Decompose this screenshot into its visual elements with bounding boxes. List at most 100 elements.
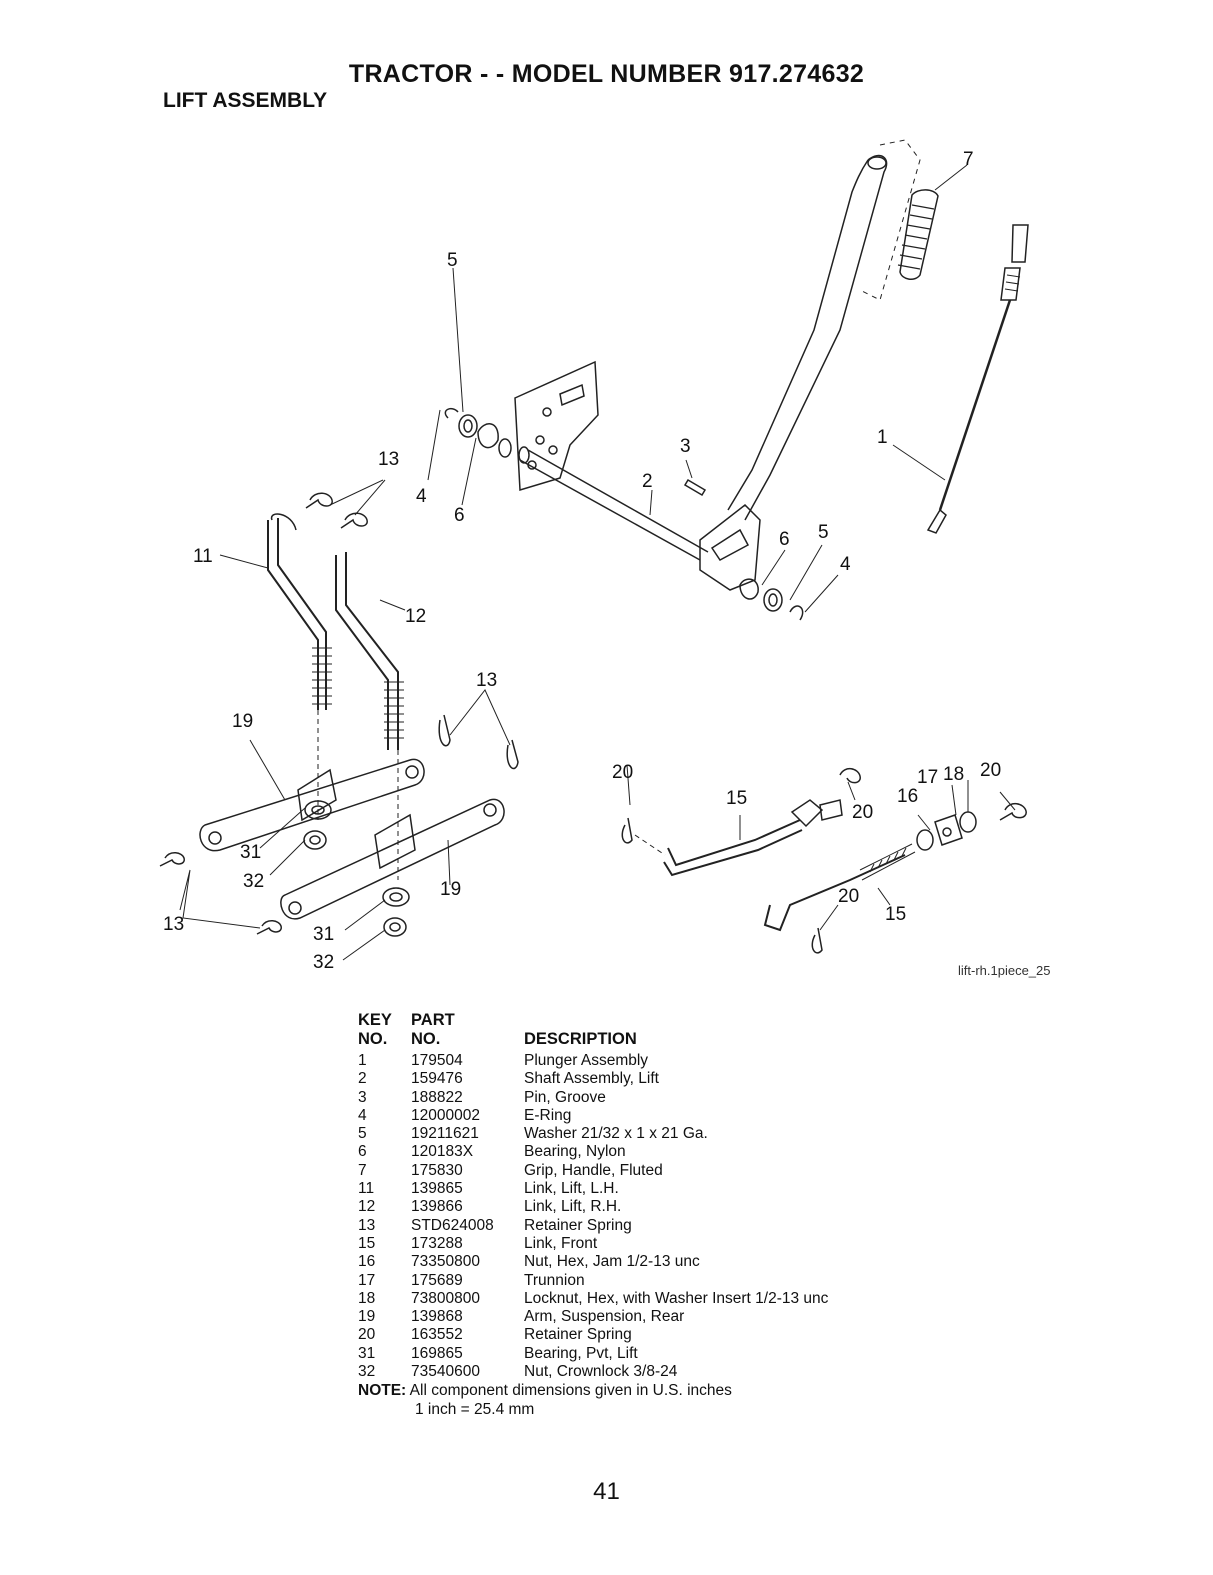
part-no: 73540600 <box>411 1363 480 1381</box>
table-row: 12 139866 Link, Lift, R.H. <box>358 1198 828 1216</box>
description: Bearing, Nylon <box>524 1143 626 1161</box>
description: Nut, Hex, Jam 1/2-13 unc <box>524 1253 700 1271</box>
description: Grip, Handle, Fluted <box>524 1161 663 1179</box>
callout-19: 19 <box>232 711 253 732</box>
callout-13: 13 <box>378 449 399 470</box>
plunger-assembly <box>926 224 1029 534</box>
parts-table-header: KEY PART <box>358 1011 828 1030</box>
parts-table-body: 1 179504 Plunger Assembly 2 159476 Shaft Asse… <box>358 1052 828 1381</box>
callout-32: 32 <box>313 952 334 973</box>
part-no: 188822 <box>411 1088 463 1106</box>
callout-5: 5 <box>447 250 458 271</box>
description: Plunger Assembly <box>524 1052 649 1069</box>
callout-3: 3 <box>680 436 691 457</box>
part-no: 159476 <box>411 1070 463 1088</box>
section-title: LIFT ASSEMBLY <box>163 89 328 112</box>
description: Link, Front <box>524 1234 598 1252</box>
callout-18: 18 <box>943 764 964 785</box>
description: E-Ring <box>524 1106 572 1124</box>
key-no: 6 <box>358 1143 367 1161</box>
key-no: 2 <box>358 1070 367 1088</box>
grip-handle <box>897 189 939 280</box>
part-header: PART <box>411 1011 455 1029</box>
lift-link-lh <box>267 520 319 710</box>
description: Link, Lift, L.H. <box>524 1180 619 1198</box>
note-conversion: 1 inch = 25.4 mm <box>415 1400 535 1418</box>
part-no: 73350800 <box>411 1253 480 1271</box>
callout-20: 20 <box>612 762 633 783</box>
part-no: 19211621 <box>411 1125 479 1143</box>
description: Pin, Groove <box>524 1088 606 1106</box>
part-no: 179504 <box>411 1052 463 1069</box>
note-text: All component dimensions given in U.S. i… <box>409 1382 732 1400</box>
key-no: 13 <box>358 1216 376 1234</box>
description: Link, Lift, R.H. <box>524 1198 622 1216</box>
callout-5: 5 <box>818 522 829 543</box>
key-no: 11 <box>358 1180 375 1198</box>
lift-shaft <box>519 449 709 561</box>
callout-2: 2 <box>642 471 653 492</box>
key-no: 20 <box>358 1326 376 1344</box>
callout-31: 31 <box>313 924 334 945</box>
table-row: 17 175689 Trunnion <box>358 1272 828 1290</box>
callout-4: 4 <box>840 554 851 575</box>
key-no: 7 <box>358 1161 367 1179</box>
key-no: 31 <box>358 1344 376 1362</box>
suspension-arm-lower <box>280 798 505 920</box>
note: NOTE: All component dimensions given in … <box>358 1382 828 1400</box>
callout-19: 19 <box>440 879 461 900</box>
callout-17: 17 <box>917 767 938 788</box>
callout-7: 7 <box>963 149 974 170</box>
exploded-parts-diagram: 5 13 4 6 3 2 1 7 6 5 4 11 12 13 19 31 32… <box>159 139 1051 978</box>
description: Arm, Suspension, Rear <box>524 1308 685 1326</box>
note-label: NOTE: <box>358 1382 407 1400</box>
key-no: 16 <box>358 1253 376 1271</box>
description: Trunnion <box>524 1271 585 1289</box>
callout-13: 13 <box>476 670 497 691</box>
table-row: 16 73350800 Nut, Hex, Jam 1/2-13 unc <box>358 1253 828 1271</box>
table-row: 3 188822 Pin, Groove <box>358 1089 828 1107</box>
description: Washer 21/32 x 1 x 21 Ga. <box>524 1125 708 1143</box>
description: Shaft Assembly, Lift <box>524 1070 659 1088</box>
key-no: 12 <box>358 1198 376 1216</box>
table-row: 2 159476 Shaft Assembly, Lift <box>358 1070 828 1088</box>
callout-11: 11 <box>193 546 213 567</box>
key-no: 17 <box>358 1271 376 1289</box>
part-no: 173288 <box>411 1234 463 1252</box>
key-no: 15 <box>358 1234 376 1252</box>
part-no: 175830 <box>411 1161 463 1179</box>
part-no: 163552 <box>411 1326 463 1344</box>
key-no: 5 <box>358 1125 367 1143</box>
mounting-plate <box>514 360 599 491</box>
part-no: 73800800 <box>411 1289 480 1307</box>
part-no: 139866 <box>411 1198 463 1216</box>
key-no: 19 <box>358 1308 376 1326</box>
suspension-arm-upper <box>199 758 425 852</box>
key-no: 3 <box>358 1088 367 1106</box>
part-no: 120183X <box>411 1143 474 1161</box>
table-row: 15 173288 Link, Front <box>358 1235 828 1253</box>
callout-31: 31 <box>240 842 261 863</box>
table-row: 6 120183X Bearing, Nylon <box>358 1143 828 1161</box>
callout-15: 15 <box>726 788 747 809</box>
key-no: 1 <box>358 1052 367 1069</box>
callout-20: 20 <box>838 886 859 907</box>
description-header: DESCRIPTION <box>524 1030 637 1048</box>
description: Retainer Spring <box>524 1216 632 1234</box>
part-no: 12000002 <box>411 1106 480 1124</box>
callout-13: 13 <box>163 914 184 935</box>
part-no: 139865 <box>411 1180 463 1198</box>
front-link-upper <box>667 819 801 867</box>
callout-1: 1 <box>877 427 888 448</box>
part-no: 175689 <box>411 1271 463 1289</box>
table-row: 13 STD624008 Retainer Spring <box>358 1217 828 1235</box>
callout-32: 32 <box>243 871 264 892</box>
part-header-no: NO. <box>411 1030 441 1048</box>
page-title: TRACTOR - - MODEL NUMBER 917.274632 <box>348 60 865 88</box>
part-no: STD624008 <box>411 1216 494 1234</box>
callout-20: 20 <box>980 760 1001 781</box>
